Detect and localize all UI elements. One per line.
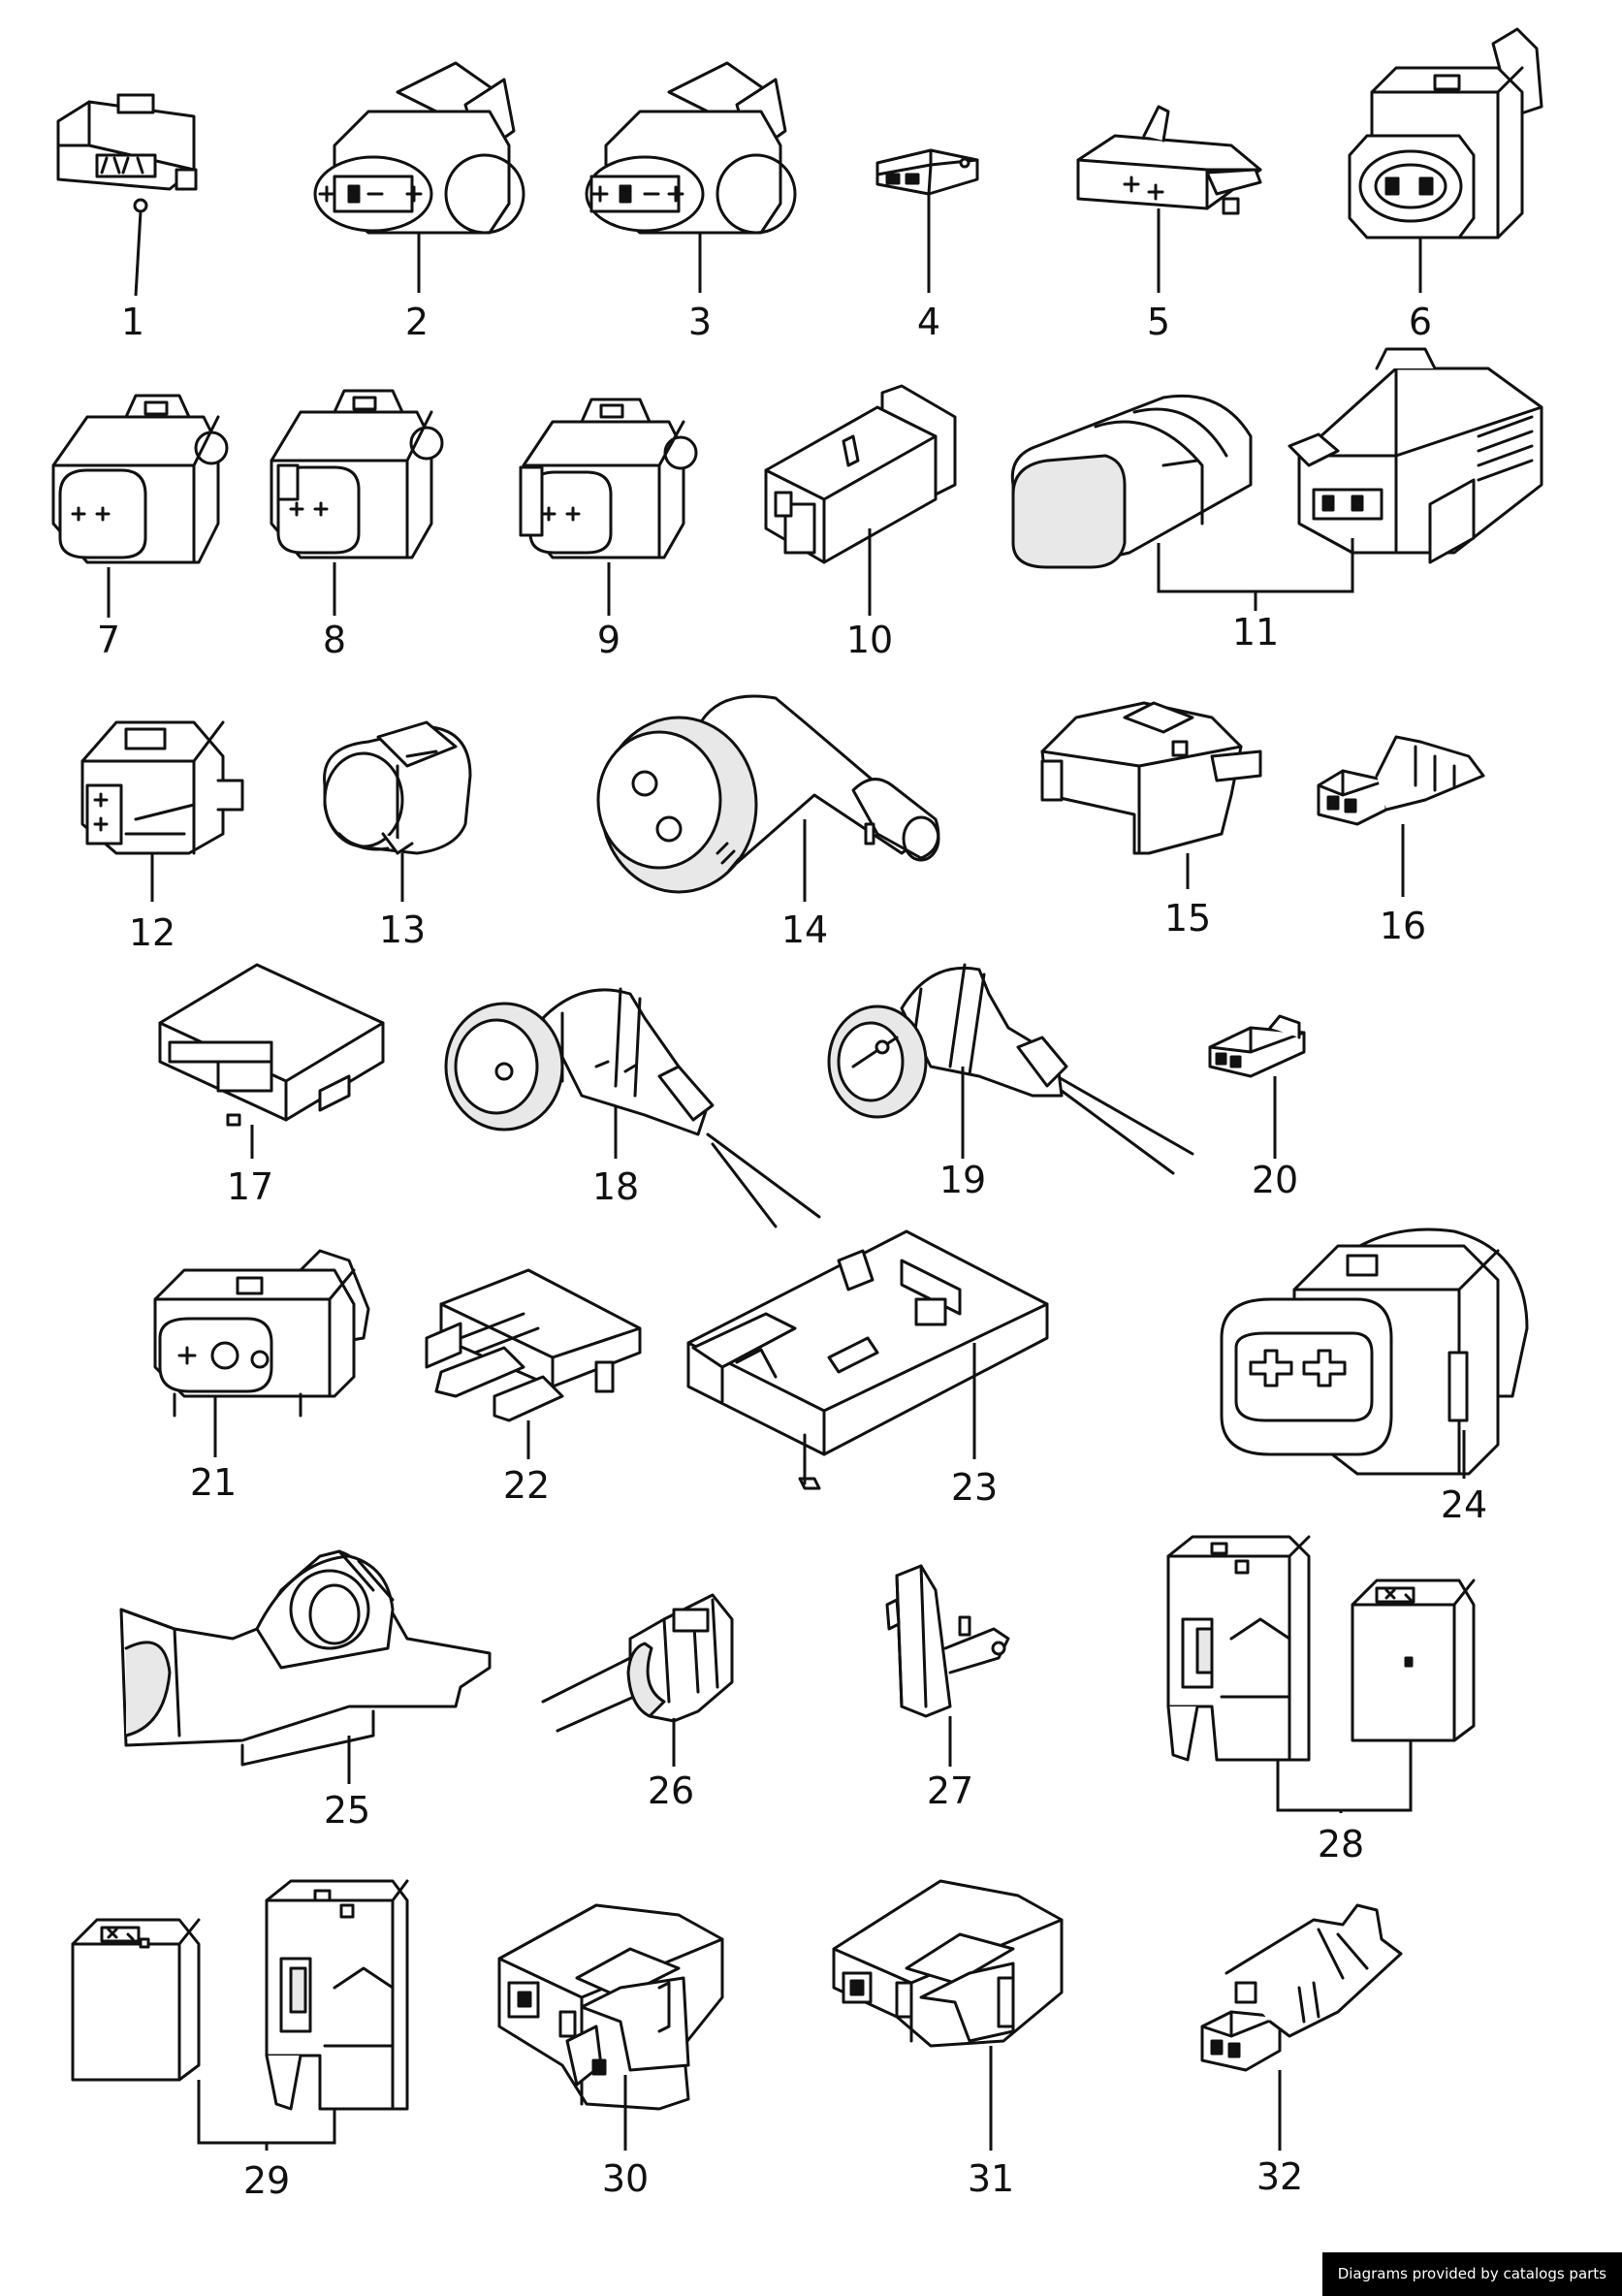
- part-28[interactable]: 28: [1166, 1535, 1476, 1866]
- callout-5: 5: [1147, 301, 1170, 343]
- two-pin-flat-connector-icon: [56, 93, 198, 213]
- callout-8: 8: [323, 619, 346, 661]
- angled-plug-with-wires-icon: [444, 987, 821, 1228]
- callout-12: 12: [129, 911, 175, 954]
- multi-pin-housing-icon: [832, 1879, 1064, 2048]
- part-3[interactable]: 3: [585, 61, 797, 343]
- callout-2: 2: [405, 301, 429, 343]
- callout-23: 23: [951, 1466, 998, 1509]
- callout-24: 24: [1441, 1483, 1487, 1526]
- part-18[interactable]: 18: [444, 987, 821, 1228]
- callout-27: 27: [927, 1770, 973, 1812]
- part-7[interactable]: 7: [51, 394, 229, 661]
- part-25[interactable]: 25: [119, 1549, 492, 1832]
- contact-terminal-icon: [1200, 1903, 1403, 2072]
- part-21[interactable]: 21: [153, 1249, 370, 1504]
- clip-ring-icon: [323, 720, 472, 855]
- callout-31: 31: [968, 2157, 1014, 2200]
- callout-14: 14: [781, 909, 828, 951]
- callout-29: 29: [243, 2159, 290, 2202]
- round-connector-housing-icon: [51, 394, 229, 564]
- part-6[interactable]: 6: [1348, 27, 1543, 343]
- callout-28: 28: [1318, 1823, 1364, 1866]
- callout-21: 21: [190, 1461, 237, 1504]
- narrow-housing-icon: [885, 1564, 1010, 1718]
- angled-round-plug-icon: [596, 694, 940, 894]
- sealed-connector-housing-icon: [1348, 27, 1543, 239]
- angled-plug-with-wires-icon: [827, 963, 1194, 1175]
- flanged-socket-icon: [764, 384, 957, 564]
- contact-terminal-icon: [1317, 735, 1485, 826]
- part-22[interactable]: 22: [425, 1268, 642, 1507]
- footer-credit: Diagrams provided by catalogs parts: [1321, 2252, 1622, 2296]
- part-15[interactable]: 15: [1040, 701, 1262, 940]
- part-26[interactable]: 26: [541, 1593, 734, 1812]
- callout-17: 17: [227, 1165, 273, 1208]
- part-31[interactable]: 31: [832, 1879, 1064, 2200]
- callout-19: 19: [939, 1159, 986, 1201]
- callout-20: 20: [1252, 1159, 1298, 1201]
- box-connector-icon: [158, 963, 385, 1127]
- part-5[interactable]: 5: [1076, 105, 1262, 343]
- callout-10: 10: [846, 619, 893, 661]
- round-connector-housing-icon: [270, 389, 444, 559]
- oval-connector-housing-icon: [313, 61, 525, 235]
- part-16[interactable]: 16: [1317, 735, 1485, 947]
- oval-connector-housing-icon: [585, 61, 797, 235]
- part-2[interactable]: 2: [313, 61, 525, 343]
- callout-22: 22: [503, 1464, 550, 1507]
- part-19[interactable]: 19: [827, 963, 1194, 1201]
- small-contact-housing-icon: [875, 148, 979, 196]
- part-17[interactable]: 17: [158, 963, 385, 1208]
- part-23[interactable]: 23: [686, 1229, 1049, 1509]
- three-pin-connector-icon: [153, 1249, 370, 1418]
- callout-30: 30: [602, 2157, 649, 2200]
- callout-9: 9: [597, 619, 620, 661]
- bulb-socket-with-wires-icon: [541, 1593, 734, 1733]
- latched-connector-icon: [1040, 701, 1262, 855]
- connector-with-cover-icon: [1288, 347, 1543, 564]
- callout-16: 16: [1380, 905, 1426, 947]
- long-connector-housing-icon: [686, 1229, 1049, 1490]
- part-12[interactable]: 12: [80, 720, 244, 954]
- square-connector-icon: [80, 720, 244, 855]
- callout-7: 7: [97, 619, 120, 661]
- callout-1: 1: [121, 301, 144, 343]
- part-1[interactable]: 1: [56, 93, 198, 343]
- large-sealed-connector-icon: [1220, 1228, 1529, 1476]
- slide-contact-housing-icon: [425, 1268, 642, 1422]
- part-8[interactable]: 8: [270, 389, 444, 661]
- callout-11: 11: [1232, 611, 1279, 654]
- part-10[interactable]: 10: [764, 384, 957, 661]
- callout-26: 26: [648, 1770, 694, 1812]
- housing-pair-icon: [1166, 1535, 1476, 1762]
- part-29[interactable]: 29: [71, 1879, 409, 2202]
- part-30[interactable]: 30: [497, 1903, 724, 2200]
- small-contact-housing-icon: [1208, 1014, 1306, 1078]
- round-connector-housing-icon: [519, 398, 698, 559]
- multi-pin-housing-icon: [497, 1903, 724, 2111]
- housing-pair-icon: [71, 1879, 409, 2111]
- part-20[interactable]: 20: [1208, 1014, 1306, 1201]
- callout-4: 4: [917, 301, 940, 343]
- part-14[interactable]: 14: [596, 694, 940, 951]
- callout-3: 3: [688, 301, 712, 343]
- part-13[interactable]: 13: [323, 720, 472, 951]
- callout-6: 6: [1409, 301, 1432, 343]
- callout-25: 25: [324, 1789, 370, 1832]
- callout-18: 18: [592, 1165, 639, 1208]
- callout-15: 15: [1164, 897, 1211, 940]
- part-27[interactable]: 27: [885, 1564, 1010, 1812]
- part-32[interactable]: 32: [1200, 1903, 1403, 2198]
- callout-32: 32: [1256, 2155, 1303, 2198]
- part-4[interactable]: 4: [875, 148, 979, 343]
- callout-13: 13: [379, 909, 426, 951]
- bracket-holder-icon: [119, 1549, 492, 1767]
- connector-with-cover-icon: [1010, 394, 1253, 569]
- part-24[interactable]: 24: [1220, 1228, 1529, 1526]
- part-9[interactable]: 9: [519, 398, 698, 661]
- part-11[interactable]: 11: [1010, 347, 1543, 654]
- flat-plug-housing-icon: [1076, 105, 1262, 215]
